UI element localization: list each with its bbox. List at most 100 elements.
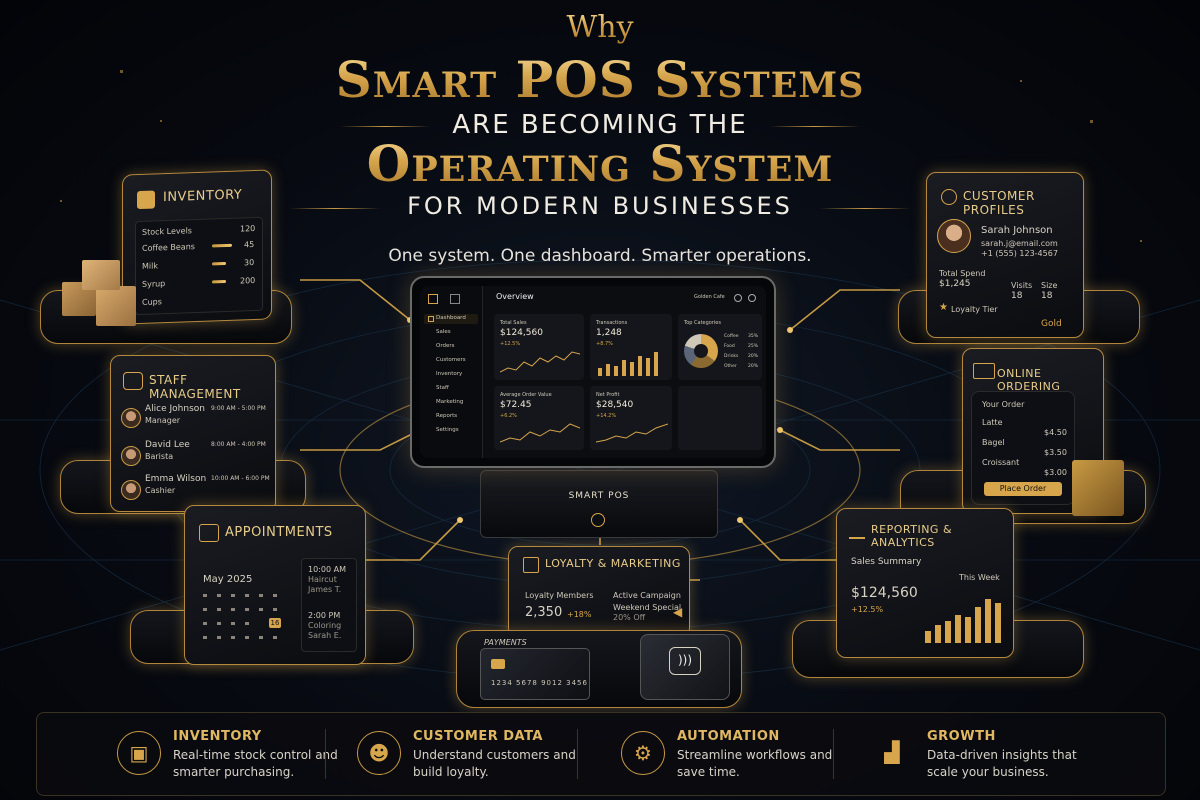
feature-title: CUSTOMER DATA (413, 729, 543, 744)
members-label: Loyalty Members (525, 591, 594, 600)
transactions-bars (598, 352, 658, 376)
sales-bar-chart (925, 599, 1001, 643)
pos-nav-item[interactable]: Sales (436, 329, 451, 335)
bell-icon[interactable] (734, 294, 742, 302)
payments-label: PAYMENTS (484, 638, 527, 647)
top-categories-label: Top Categories (684, 320, 721, 326)
power-icon[interactable] (591, 513, 605, 527)
pos-nav-active-bg (424, 314, 478, 324)
reporting-card[interactable]: REPORTING & ANALYTICS Sales Summary This… (836, 508, 1014, 658)
feature-desc: Streamline workflows and save time. (677, 748, 833, 779)
stock-top-qty: 120 (240, 223, 256, 234)
user-icon: ☻ (357, 731, 401, 775)
feature-desc: Data-driven insights that scale your bus… (927, 748, 1077, 779)
avatar (121, 408, 141, 428)
slot-time: 10:00 AM (308, 565, 346, 574)
headline-operating-system: Operating System (0, 134, 1200, 193)
tile-transactions[interactable]: Transactions 1,248 +8.7% (590, 314, 672, 380)
headline-why: Why (0, 10, 1200, 45)
credit-card[interactable]: 1234 5678 9012 3456 (480, 648, 590, 700)
customer-avatar (937, 219, 971, 253)
headline-smart-pos: Smart POS Systems (0, 50, 1200, 109)
tile-average-order[interactable]: Average Order Value $72.45 +6.2% (494, 386, 584, 450)
feature-automation: ⚙ AUTOMATION Streamline workflows and sa… (621, 713, 851, 795)
order-header: Your Order (982, 400, 1025, 409)
category-pct: 25% (748, 344, 759, 349)
gear-icon: ⚙ (621, 731, 665, 775)
order-item-name: Latte (982, 418, 1003, 427)
tile-top-categories[interactable]: Top Categories Coffee 35% Food 25% Drink… (678, 314, 762, 380)
shopping-bag-illustration (1072, 460, 1124, 516)
place-order-button[interactable]: Place Order (984, 482, 1062, 496)
avatar (121, 480, 141, 500)
pos-nav-item[interactable]: Customers (436, 357, 466, 363)
slot-time: 2:00 PM (308, 611, 341, 620)
campaign-offer: 20% Off (613, 613, 646, 622)
pos-nav-item[interactable]: Marketing (436, 399, 464, 405)
megaphone-icon: ◀ (673, 605, 683, 619)
title-rule-right-2 (820, 208, 910, 209)
staff-card[interactable]: STAFF MANAGEMENT Alice Johnson Manager 9… (110, 355, 276, 512)
pos-menu-icon[interactable] (450, 294, 460, 304)
pos-nav-item[interactable]: Inventory (436, 371, 463, 377)
phone-screen: Your Order Latte $4.50 Bagel $3.50 Crois… (971, 391, 1075, 505)
stock-item-name: Cups (142, 297, 162, 307)
pos-nav-item[interactable]: Settings (436, 427, 459, 433)
title-rule-left-2 (290, 208, 380, 209)
slot-service: Coloring (308, 621, 342, 630)
dashboard-icon (428, 316, 434, 322)
pos-nav-item[interactable]: Dashboard (436, 315, 466, 321)
user-icon (941, 189, 957, 205)
pos-nav-item[interactable]: Reports (436, 413, 458, 419)
profit-label: Net Profit (596, 392, 620, 398)
tagline: One system. One dashboard. Smarter opera… (388, 246, 812, 266)
staff-name: Emma Wilson (145, 474, 207, 484)
online-title: ONLINE ORDERING (997, 367, 1061, 393)
title-rule-right (770, 126, 860, 127)
calendar-icon (199, 524, 219, 542)
loyalty-card[interactable]: LOYALTY & MARKETING Loyalty Members 2,35… (508, 546, 690, 638)
slot-client: James T. (308, 585, 342, 594)
feature-desc: Real-time stock control and smarter purc… (173, 748, 338, 779)
feature-title: GROWTH (927, 729, 996, 744)
feature-inventory: ▣ INVENTORY Real-time stock control and … (117, 713, 338, 795)
tile-total-sales[interactable]: Total Sales $124,560 +12.5% (494, 314, 584, 380)
pos-nav-item[interactable]: Staff (436, 385, 449, 391)
visits-label: Visits (1011, 281, 1033, 290)
profit-sparkline (596, 423, 668, 443)
tier-label: Loyalty Tier (951, 305, 998, 314)
inventory-card[interactable]: INVENTORY Stock Levels 120 Coffee Beans … (122, 169, 272, 325)
chart-icon: ▟ (884, 740, 900, 764)
staff-name: David Lee (145, 440, 190, 450)
tier-value: Gold (1041, 319, 1062, 329)
cardboard-box-illustration (96, 286, 136, 326)
stock-item-name: Coffee Beans (142, 242, 195, 253)
staff-shift: 10:00 AM - 6:00 PM (211, 475, 270, 482)
calendar-highlight-day[interactable]: 16 (269, 618, 281, 628)
category-donut (684, 334, 718, 368)
headline-modern-businesses: FOR MODERN BUSINESSES (407, 192, 793, 220)
aov-sparkline (500, 423, 580, 443)
tile-net-profit[interactable]: Net Profit $28,540 +14.2% (590, 386, 672, 450)
staff-role: Barista (145, 452, 174, 461)
order-item-price: $4.50 (1044, 428, 1067, 437)
card-chip-icon (491, 659, 505, 669)
profile-icon[interactable] (748, 294, 756, 302)
customer-name: Sarah Johnson (981, 225, 1053, 236)
stock-item-name: Syrup (142, 279, 166, 289)
order-item-name: Bagel (982, 438, 1005, 447)
profit-change: +14.2% (596, 413, 617, 419)
cardboard-box-illustration (82, 260, 120, 290)
pos-nav-item[interactable]: Orders (436, 343, 455, 349)
stock-item-qty: 30 (244, 258, 255, 268)
loyalty-title: LOYALTY & MARKETING (545, 557, 681, 570)
stock-panel: Stock Levels 120 Coffee Beans 45 Milk 30… (135, 216, 263, 316)
customer-card[interactable]: CUSTOMER PROFILES Sarah Johnson sarah.j@… (926, 172, 1084, 338)
customer-title: CUSTOMER PROFILES (963, 189, 1035, 217)
appointments-card[interactable]: APPOINTMENTS May 2025 16 10:00 AM Haircu… (184, 505, 366, 665)
payment-terminal[interactable]: ))) (640, 634, 730, 700)
category-name: Coffee (724, 334, 739, 339)
pos-sidebar: Dashboard Sales Orders Customers Invento… (420, 286, 483, 458)
total-sales-sparkline (500, 351, 580, 373)
